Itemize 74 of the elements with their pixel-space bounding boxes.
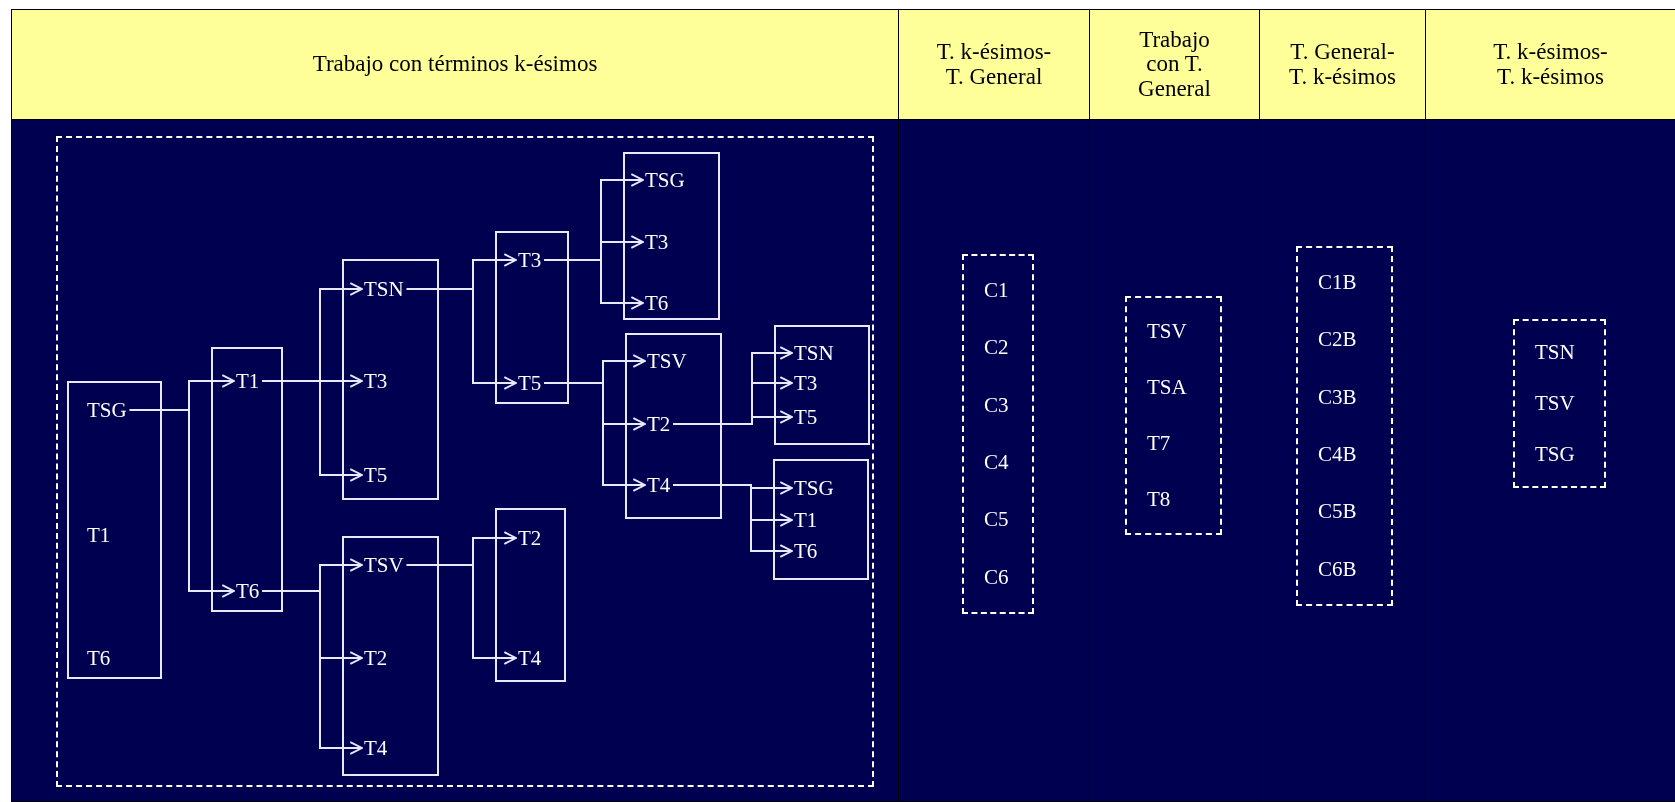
term-label: C6 <box>984 566 1009 588</box>
term-label: T3 <box>364 370 388 392</box>
header-text: T. k-ésimos- T. General <box>935 40 1053 89</box>
term-label: T3 <box>518 249 542 271</box>
term-label: T7 <box>1147 432 1171 454</box>
term-label: C1B <box>1318 272 1357 294</box>
header-text: T. k-ésimos- T. k-ésimos <box>1492 40 1609 89</box>
term-label: TSN <box>364 278 404 300</box>
arrow <box>672 484 793 558</box>
term-label: TSN <box>794 342 834 364</box>
term-label: TSN <box>1535 342 1575 363</box>
header-text: T. General- T. k-ésimos <box>1288 40 1397 89</box>
term-label: T6 <box>794 540 818 562</box>
term-label: TSV <box>647 350 687 372</box>
term-label: C1 <box>984 280 1009 302</box>
arrow <box>405 564 517 665</box>
term-label: TSG <box>1535 444 1575 465</box>
term-box <box>495 508 566 682</box>
term-box <box>342 259 439 500</box>
term-label: TSG <box>794 477 834 499</box>
term-label: C5 <box>984 509 1009 531</box>
arrow <box>405 288 517 390</box>
term-label: TSV <box>1535 393 1575 414</box>
term-label: T6 <box>645 292 669 314</box>
term-list <box>1296 246 1393 606</box>
term-label: T4 <box>518 647 542 669</box>
arrow <box>672 410 793 425</box>
term-label: C4B <box>1318 444 1357 466</box>
term-label: T1 <box>236 370 260 392</box>
term-label: C3B <box>1318 386 1357 408</box>
term-label: T5 <box>518 372 542 394</box>
term-label: C6B <box>1318 558 1357 580</box>
term-label: T4 <box>364 737 388 759</box>
term-box <box>495 231 569 404</box>
arrow <box>543 259 644 310</box>
term-label: TSG <box>645 169 685 191</box>
term-label: TSV <box>1147 321 1187 343</box>
term-label: C2B <box>1318 329 1357 351</box>
term-label: T8 <box>1147 488 1171 510</box>
term-label: C5B <box>1318 501 1357 523</box>
term-label: TSV <box>364 554 404 576</box>
term-label: T2 <box>647 413 671 435</box>
term-list <box>962 254 1034 614</box>
term-list <box>1513 319 1606 488</box>
arrow <box>261 380 363 482</box>
term-label: T1 <box>794 509 818 531</box>
arrow <box>543 382 646 492</box>
term-label: C4 <box>984 452 1009 474</box>
term-box <box>773 459 869 580</box>
arrow <box>261 590 363 755</box>
term-box <box>625 333 722 519</box>
term-box <box>623 152 720 320</box>
term-label: TSA <box>1147 377 1187 399</box>
term-box <box>774 325 870 445</box>
term-label: T5 <box>364 464 388 486</box>
term-label: T2 <box>518 527 542 549</box>
term-label: TSG <box>87 399 127 421</box>
term-label: T1 <box>87 524 111 546</box>
term-label: T6 <box>87 647 111 669</box>
term-label: T3 <box>794 372 818 394</box>
arrow <box>128 409 235 598</box>
header-text: Trabajo con términos k-ésimos <box>312 52 598 77</box>
term-list <box>1125 296 1222 535</box>
term-box <box>211 347 283 612</box>
term-label: T3 <box>645 231 669 253</box>
term-label: T6 <box>236 580 260 602</box>
term-box <box>342 536 439 776</box>
term-label: T4 <box>647 474 671 496</box>
term-box <box>67 381 162 679</box>
term-label: C2 <box>984 337 1009 359</box>
header-text: Trabajo con T. General <box>1137 28 1212 101</box>
term-label: T2 <box>364 647 388 669</box>
term-label: T5 <box>794 406 818 428</box>
term-label: C3 <box>984 394 1009 416</box>
